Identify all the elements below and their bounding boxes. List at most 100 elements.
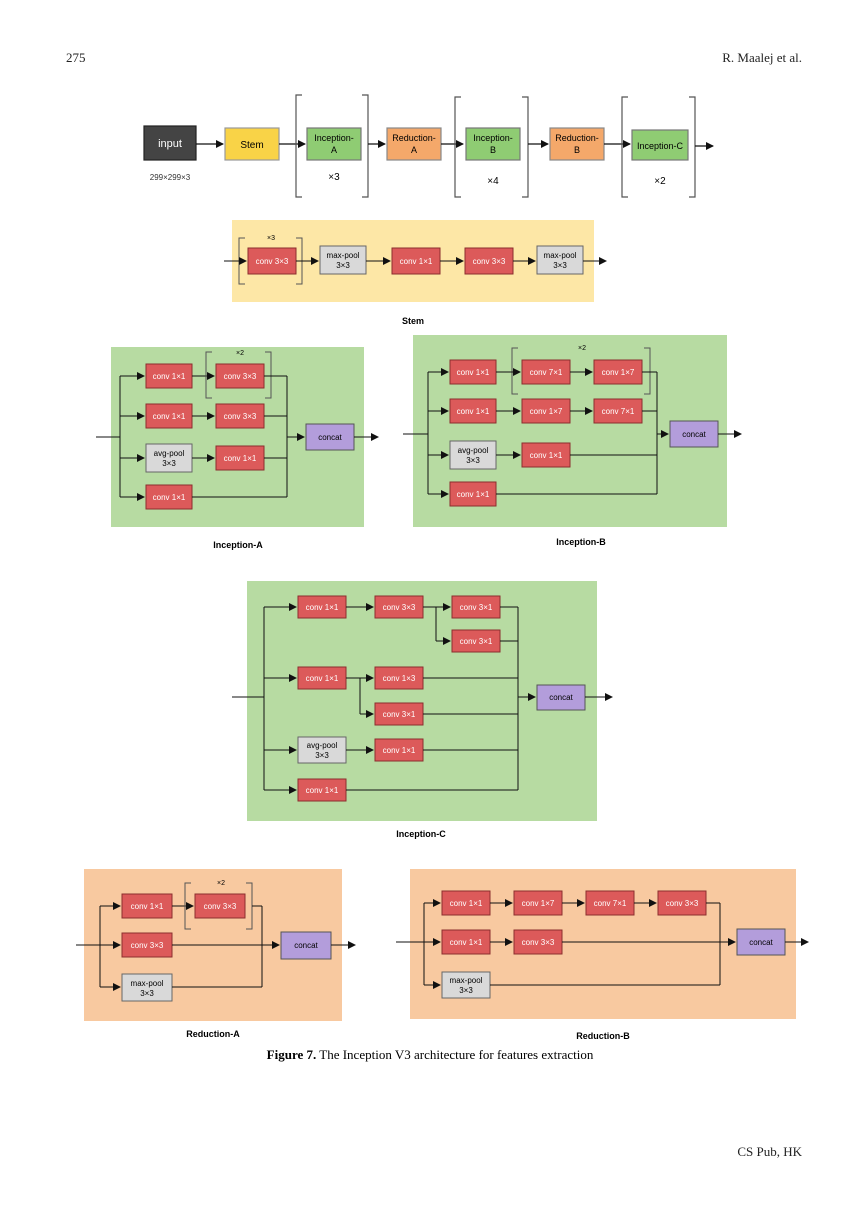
ia-conv1x1-1-label: conv 1×1 [153,372,186,381]
ic-avgpool-label-2: 3×3 [315,751,329,760]
stem-conv1x1 [391,247,441,275]
stem-repeat-label: ×3 [267,235,275,242]
stem-conv1x1-label: conv 1×1 [400,257,433,266]
rb-conv3x3-a [657,890,707,916]
stem-maxpool-a-label-2: 3×3 [336,261,350,270]
stem-maxpool-b-label-1: max-pool [544,251,577,260]
running-header-author: R. Maalej et al. [722,50,802,65]
stem-title: Stem [402,316,424,326]
ia-conv3x3-1 [215,363,265,389]
stem-conv3x3-a-label: conv 3×3 [256,257,289,266]
ic-conv3x1-b-label: conv 3×1 [460,637,493,646]
ra-concat [280,931,332,960]
rb-conv1x7-label: conv 1×7 [522,899,555,908]
ib-conv1x1-3 [521,442,571,468]
repeat-b-label: ×4 [487,176,499,187]
ia-conv1x1-4 [145,484,193,510]
input-label: input [158,138,182,150]
ia-avgpool-label-2: 3×3 [162,459,176,468]
ib-avgpool-label-1: avg-pool [458,446,489,455]
stem-block-label: Stem [240,140,263,151]
figure-caption-label: Figure 7. [266,1047,317,1062]
rb-conv1x1-1-label: conv 1×1 [450,899,483,908]
stem-maxpool-b [536,245,584,275]
inception-c-title: Inception-C [396,829,446,839]
ra-conv3x3-b-label: conv 3×3 [131,941,164,950]
ia-repeat-label: ×2 [236,350,244,357]
ic-conv1x1-4-label: conv 1×1 [306,786,339,795]
ib-conv1x7-1 [593,359,643,385]
inception-a-diagram: conv 1×1 conv 1×1 avg-pool 3×3 conv 1×1 … [96,347,379,550]
stem-maxpool-a [319,245,367,275]
ib-conv1x7-2 [521,398,571,424]
ic-avgpool [297,736,347,764]
ia-avgpool [145,443,193,473]
overview-row: input 299×299×3 Stem Inception- A ×3 Red… [143,94,714,198]
inception-b-diagram: conv 1×1 conv 1×1 avg-pool 3×3 conv 1×1 … [403,335,742,547]
ra-maxpool [121,973,173,1002]
stem-maxpool-a-label-1: max-pool [327,251,360,260]
ib-conv7x1-2-label: conv 7×1 [602,407,635,416]
page-number: 275 [66,50,86,65]
ia-concat-label: concat [318,433,342,442]
reduction-b-label-2: B [574,145,580,155]
ra-maxpool-label-2: 3×3 [140,989,154,998]
ia-conv1x1-2-label: conv 1×1 [153,412,186,421]
footer-publisher: CS Pub, HK [737,1144,802,1159]
ra-maxpool-label-1: max-pool [131,979,164,988]
ic-avgpool-label-1: avg-pool [307,741,338,750]
ib-conv1x7-1-label: conv 1×7 [602,368,635,377]
input-size-label: 299×299×3 [150,173,191,182]
ic-conv3x1-c-label: conv 3×1 [383,710,416,719]
reduction-a-label-1: Reduction- [392,133,436,143]
reduction-a-title: Reduction-A [186,1029,240,1039]
ia-conv1x1-1 [145,363,193,389]
inception-c-diagram: conv 1×1 conv 3×3 conv 3×1 conv 3×1 conv… [232,581,613,839]
ib-repeat-label: ×2 [578,345,586,352]
ib-conv7x1-1-label: conv 7×1 [530,368,563,377]
ib-conv7x1-2 [593,398,643,424]
ic-concat [536,684,586,711]
ra-conv3x3-a [194,893,246,919]
stem-conv3x3-a [247,247,297,275]
ia-avgpool-label-1: avg-pool [154,449,185,458]
inception-a-label-2: A [331,145,337,155]
ia-conv1x1-4-label: conv 1×1 [153,493,186,502]
inception-a-title: Inception-A [213,540,263,550]
ra-concat-label: concat [294,941,318,950]
rb-conv3x3-b [513,929,563,955]
reduction-b-diagram: conv 1×1 conv 1×7 conv 7×1 conv 3×3 conv… [396,869,809,1041]
ic-conv1x1-2-label: conv 1×1 [306,674,339,683]
ib-conv1x1-1-label: conv 1×1 [457,368,490,377]
rb-conv7x1 [585,890,635,916]
ra-conv1x1-label: conv 1×1 [131,902,164,911]
ic-conv3x3-label: conv 3×3 [383,603,416,612]
ic-conv1x1-3-label: conv 1×1 [383,746,416,755]
input-block [143,125,197,161]
rb-conv7x1-label: conv 7×1 [594,899,627,908]
ra-repeat-label: ×2 [217,880,225,887]
rb-maxpool-label-1: max-pool [450,976,483,985]
ia-conv1x1-3 [215,445,265,471]
ia-conv3x3-2-label: conv 3×3 [224,412,257,421]
repeat-c-label: ×2 [654,176,666,187]
inception-b-block [465,127,521,161]
rb-conv1x1-2-label: conv 1×1 [450,938,483,947]
ib-concat-label: concat [682,430,706,439]
inception-b-title: Inception-B [556,537,606,547]
ib-conv1x1-2-label: conv 1×1 [457,407,490,416]
inception-c-label: Inception-C [637,141,684,151]
ic-conv1x1-1-label: conv 1×1 [306,603,339,612]
ib-conv1x1-4-label: conv 1×1 [457,490,490,499]
stem-diagram: ×3 conv 3×3 max-pool 3×3 conv 1×1 conv 3… [224,220,607,326]
reduction-a-diagram: conv 1×1 ×2 conv 3×3 conv 3×3 max-pool 3… [76,869,356,1039]
inception-b-label-2: B [490,145,496,155]
ic-conv1x3-label: conv 1×3 [383,674,416,683]
rb-conv3x3-b-label: conv 3×3 [522,938,555,947]
ic-conv3x1-a-label: conv 3×1 [460,603,493,612]
reduction-b-label-1: Reduction- [555,133,599,143]
rb-maxpool-label-2: 3×3 [459,986,473,995]
ib-conv7x1-1 [521,359,571,385]
rb-conv3x3-a-label: conv 3×3 [666,899,699,908]
